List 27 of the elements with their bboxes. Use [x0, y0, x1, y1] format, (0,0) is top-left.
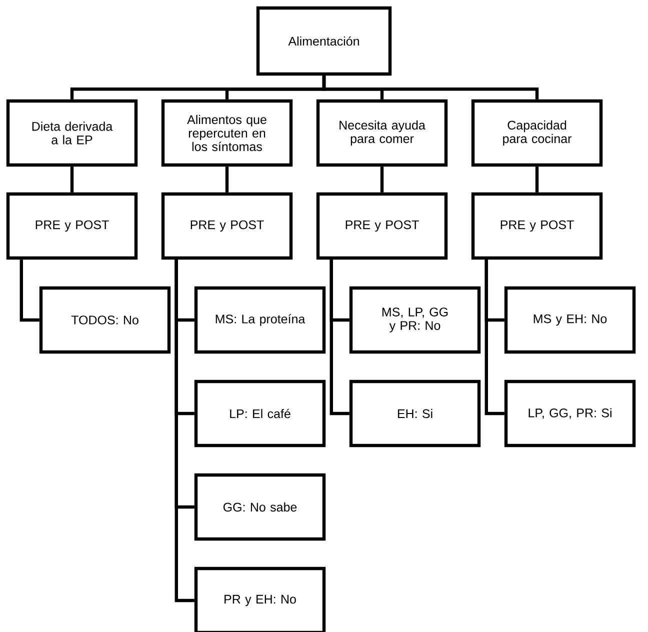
connector-line	[330, 260, 350, 416]
text-box: Alimentos que repercuten en los síntomas	[161, 99, 293, 167]
connector-line	[535, 166, 539, 192]
connector-line	[174, 260, 194, 602]
connector-line	[380, 166, 384, 192]
connector-line	[225, 166, 229, 192]
text-box: MS y EH: No	[504, 286, 636, 354]
connector-line	[484, 260, 504, 416]
text-box: Capacidad para cocinar	[471, 99, 603, 167]
connector-line	[70, 166, 74, 192]
text-box: TODOS: No	[39, 286, 171, 354]
connector-line	[20, 260, 40, 322]
text-box: Necesita ayuda para comer	[316, 99, 448, 167]
text-box: PR y EH: No	[194, 566, 326, 632]
text-box: EH: Si	[349, 380, 481, 448]
text-box: PRE y POST	[161, 192, 293, 260]
connector-line	[322, 76, 539, 100]
text-box: Dieta derivada a la EP	[6, 99, 138, 167]
text-box: PRE y POST	[316, 192, 448, 260]
text-box: MS: La proteína	[194, 286, 326, 354]
text-box: LP, GG, PR: Si	[504, 380, 636, 448]
text-box: PRE y POST	[6, 192, 138, 260]
text-box: GG: No sabe	[194, 473, 326, 541]
text-box: LP: El café	[194, 380, 326, 448]
text-box: MS, LP, GG y PR: No	[349, 286, 481, 354]
text-box: PRE y POST	[471, 192, 603, 260]
text-box: Alimentación	[256, 6, 392, 76]
